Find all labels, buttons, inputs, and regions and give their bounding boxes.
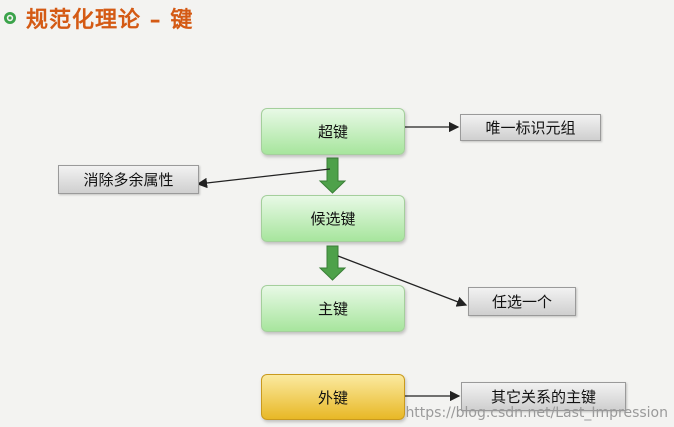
watermark: https://blog.csdn.net/Last_Impression [405,405,668,421]
node-super-key: 超键 [261,108,405,155]
connector-to-choose-one [337,255,468,307]
arrow-candidate-to-primary [318,245,347,281]
node-primary-key: 主键 [261,285,405,332]
title-bar: 规范化理论 – 键 [2,3,193,33]
node-foreign-key: 外键 [261,374,405,420]
note-unique-tuple: 唯一标识元组 [460,114,601,141]
note-other-relation-pk: 其它关系的主键 [461,382,626,411]
arrow-super-to-candidate [318,157,347,194]
page-title: 规范化理论 – 键 [26,8,194,33]
node-candidate-key: 候选键 [261,195,405,242]
connector-to-remove [196,168,331,189]
note-remove-redundant: 消除多余属性 [58,165,199,194]
note-choose-one: 任选一个 [468,287,576,316]
gear-icon [4,12,16,24]
